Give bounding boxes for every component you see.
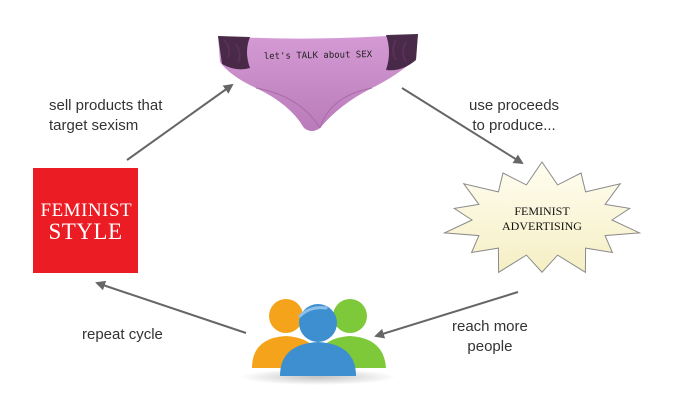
label-reach: reach more people	[452, 318, 528, 355]
label-repeat: repeat cycle	[82, 326, 163, 343]
arrow-repeat	[95, 280, 247, 334]
logo-word: STYLE	[48, 218, 123, 244]
underwear-print-text: let's TALK about SEX	[264, 50, 373, 62]
label-sell: sell products that target sexism	[49, 97, 163, 134]
people-group-icon	[240, 299, 396, 385]
label-proceeds: use proceeds to produce...	[469, 97, 560, 134]
advertising-line2: ADVERTISING	[502, 219, 582, 233]
arrow-reach	[374, 291, 519, 339]
arrow-sell	[126, 83, 234, 161]
advertising-line1: FEMINIST	[514, 204, 570, 218]
underwear-image: let's TALK about SEX	[218, 34, 418, 131]
arrow-proceeds	[401, 87, 524, 165]
starburst-badge: FEMINIST ADVERTISING	[442, 161, 642, 274]
logo-word: FEMINIST	[40, 199, 133, 221]
